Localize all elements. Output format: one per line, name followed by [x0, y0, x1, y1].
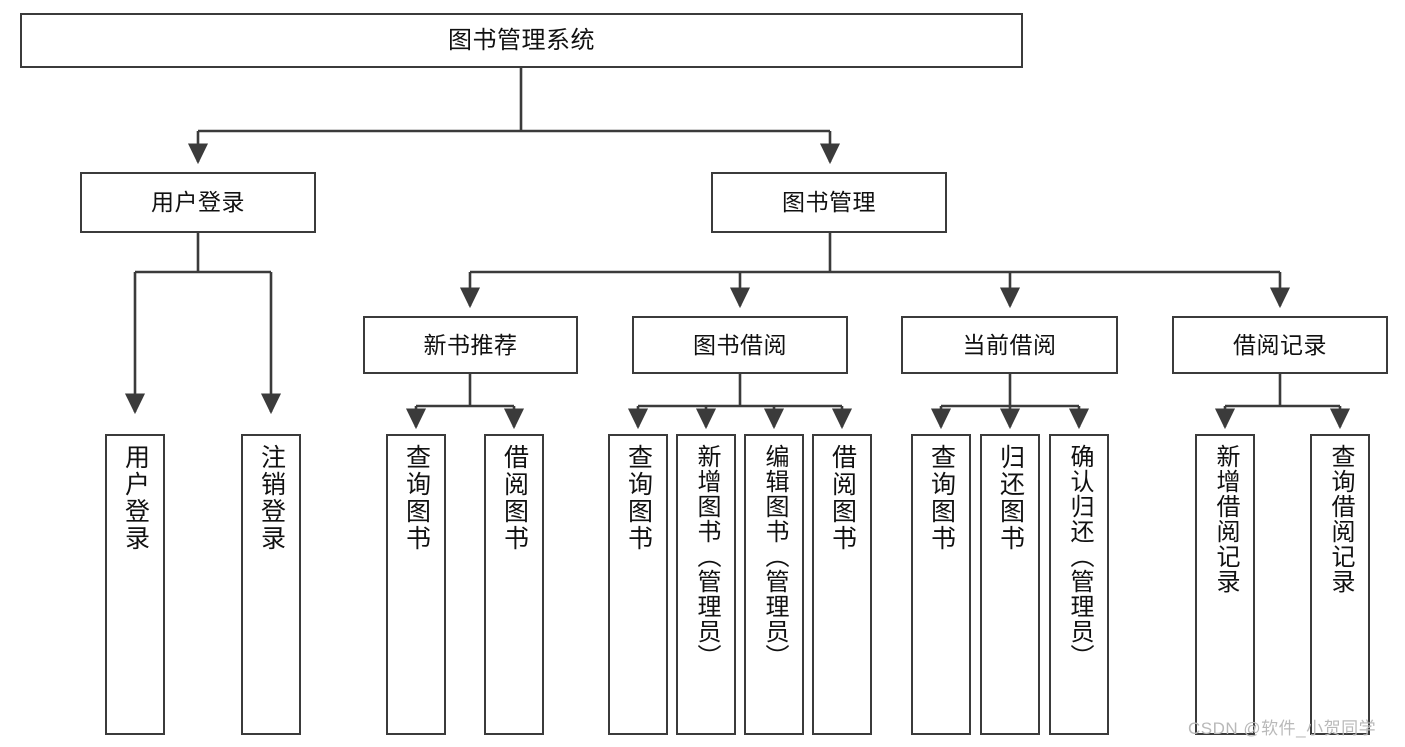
node-label: 查询借阅记录: [1327, 444, 1354, 594]
node-new-book-recommend[interactable]: 新书推荐: [363, 316, 578, 374]
leaf-node-add-borrow-record[interactable]: 新增借阅记录: [1195, 434, 1255, 735]
node-label: 确认归还（管理员）: [1066, 444, 1093, 669]
leaf-node-logout-login[interactable]: 注销登录: [241, 434, 301, 735]
node-label: 当前借阅: [962, 331, 1057, 358]
node-current-borrow[interactable]: 当前借阅: [901, 316, 1118, 374]
leaf-node-confirm-return-admin[interactable]: 确认归还（管理员）: [1049, 434, 1109, 735]
node-label: 图书管理: [782, 189, 876, 216]
node-root-book-management-system[interactable]: 图书管理系统: [20, 13, 1023, 68]
node-borrow-record[interactable]: 借阅记录: [1172, 316, 1388, 374]
leaf-node-query-book-current[interactable]: 查询图书: [911, 434, 971, 735]
node-label: 用户登录: [151, 189, 245, 216]
leaf-node-query-book-borrow[interactable]: 查询图书: [608, 434, 668, 735]
node-label: 注销登录: [257, 444, 286, 552]
node-label: 归还图书: [996, 444, 1025, 552]
node-label: 新增借阅记录: [1212, 444, 1239, 594]
node-label: 新书推荐: [423, 331, 518, 358]
leaf-node-query-borrow-record[interactable]: 查询借阅记录: [1310, 434, 1370, 735]
node-label: 图书管理系统: [448, 26, 595, 54]
node-label: 借阅记录: [1233, 331, 1327, 358]
watermark-text: CSDN @软件_小贺同学: [1188, 719, 1377, 738]
node-label: 图书借阅: [693, 331, 787, 358]
leaf-node-user-login[interactable]: 用户登录: [105, 434, 165, 735]
node-label: 查询图书: [624, 444, 653, 552]
node-label: 编辑图书（管理员）: [761, 444, 788, 669]
node-label: 借阅图书: [500, 444, 529, 552]
node-user-login[interactable]: 用户登录: [80, 172, 316, 233]
node-label: 新增图书（管理员）: [693, 444, 720, 669]
leaf-node-edit-book-admin[interactable]: 编辑图书（管理员）: [744, 434, 804, 735]
leaf-node-borrow-book-new-recommend[interactable]: 借阅图书: [484, 434, 544, 735]
node-label: 查询图书: [927, 444, 956, 552]
node-label: 查询图书: [402, 444, 431, 552]
node-label: 借阅图书: [828, 444, 857, 552]
node-label: 用户登录: [121, 444, 150, 552]
leaf-node-return-book[interactable]: 归还图书: [980, 434, 1040, 735]
leaf-node-query-book-new-recommend[interactable]: 查询图书: [386, 434, 446, 735]
leaf-node-add-book-admin[interactable]: 新增图书（管理员）: [676, 434, 736, 735]
leaf-node-borrow-book[interactable]: 借阅图书: [812, 434, 872, 735]
node-book-management[interactable]: 图书管理: [711, 172, 947, 233]
node-book-borrow[interactable]: 图书借阅: [632, 316, 848, 374]
